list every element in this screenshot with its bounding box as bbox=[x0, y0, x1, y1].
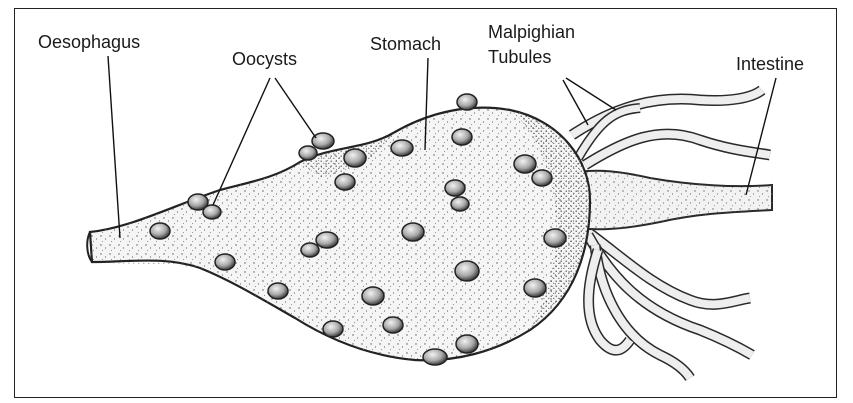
oocyst bbox=[456, 335, 478, 353]
oocyst bbox=[362, 287, 384, 305]
malpighian-label-line1: Malpighian bbox=[488, 22, 575, 42]
oocyst bbox=[445, 180, 465, 196]
oocyst bbox=[451, 197, 469, 211]
oocyst bbox=[203, 205, 221, 219]
oesophagus-pointer bbox=[108, 56, 120, 238]
stomach-label: Stomach bbox=[370, 34, 441, 54]
oocyst bbox=[299, 146, 317, 160]
malpighian-tubules bbox=[572, 90, 770, 378]
oocyst bbox=[323, 321, 343, 337]
oocyst bbox=[455, 261, 479, 281]
oocyst bbox=[532, 170, 552, 186]
oocyst bbox=[268, 283, 288, 299]
malpighian-pointer-1 bbox=[563, 80, 588, 125]
oocyst bbox=[544, 229, 566, 247]
oocyst bbox=[452, 129, 472, 145]
oocyst bbox=[335, 174, 355, 190]
oocyst bbox=[150, 223, 170, 239]
oocyst bbox=[457, 94, 477, 110]
oocyst bbox=[215, 254, 235, 270]
oocyst bbox=[423, 349, 447, 365]
oocyst bbox=[383, 317, 403, 333]
oesophagus-label: Oesophagus bbox=[38, 32, 140, 52]
oocysts-pointer-right bbox=[275, 78, 316, 138]
oocyst bbox=[312, 133, 334, 149]
oocyst bbox=[301, 243, 319, 257]
oocysts-label: Oocysts bbox=[232, 49, 297, 69]
oocyst bbox=[316, 232, 338, 248]
oocyst bbox=[391, 140, 413, 156]
oocyst bbox=[524, 279, 546, 297]
oocyst bbox=[344, 149, 366, 167]
malpighian-label-line2: Tubules bbox=[488, 47, 551, 67]
intestine bbox=[560, 171, 772, 230]
oocyst bbox=[514, 155, 536, 173]
oocyst bbox=[402, 223, 424, 241]
labels: Oesophagus Oocysts Stomach Malpighian Tu… bbox=[38, 22, 804, 74]
malpighian-pointer-2 bbox=[566, 78, 616, 110]
intestine-label: Intestine bbox=[736, 54, 804, 74]
